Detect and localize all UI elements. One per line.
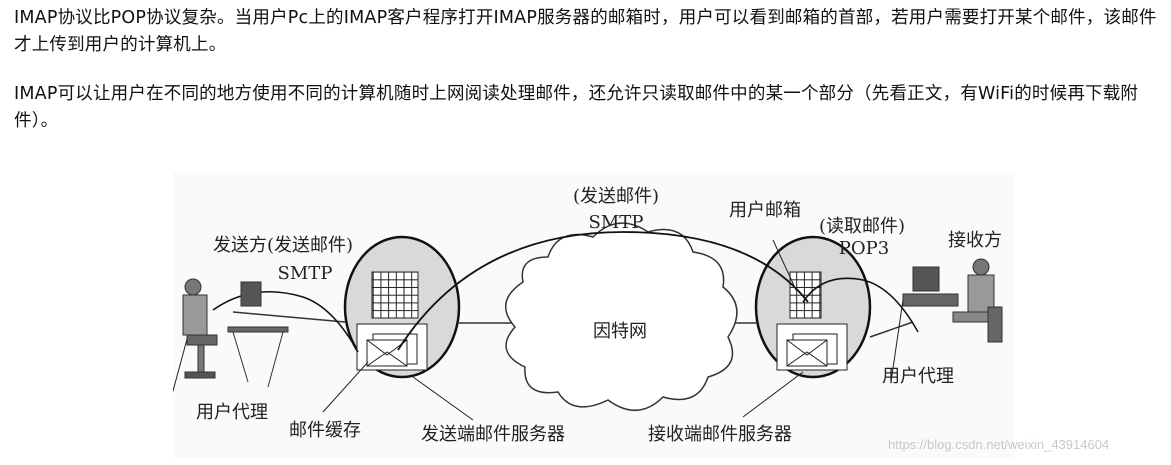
sender-smtp-arc (212, 291, 359, 353)
mailbox-grid-icon (789, 271, 822, 319)
pointer-line (322, 361, 369, 413)
user-agent-right-label: 用户代理 (882, 366, 954, 387)
read-protocol-label: POP3 (839, 238, 889, 259)
envelope-icon (776, 323, 848, 371)
internet-label: 因特网 (593, 321, 647, 342)
pointer-line (890, 299, 904, 383)
pop3-arc (802, 277, 919, 333)
user-agent-left-label: 用户代理 (196, 402, 268, 423)
paragraph-imap-features: IMAP可以让用户在不同的地方使用不同的计算机随时上网阅读处理邮件，还允许只读取… (14, 84, 1139, 131)
sender-label: 发送方(发送邮件) (213, 235, 353, 256)
grid-icon (371, 271, 419, 319)
receiver-person-icon (902, 258, 1003, 343)
receiver-label: 接收方 (948, 230, 1002, 251)
pointer-line (742, 371, 804, 418)
watermark: https://blog.csdn.net/weixin_43914604 (888, 437, 1110, 452)
relay-protocol-label: SMTP (589, 212, 644, 233)
paragraph-imap-vs-pop: IMAP协议比POP协议复杂。当用户Pc上的IMAP客户程序打开IMAP服务器的… (14, 8, 1157, 55)
smtp-relay-arc (397, 231, 809, 351)
sender-person-icon (182, 278, 289, 388)
internet-cloud-icon (505, 222, 738, 412)
mail-cache-label: 邮件缓存 (289, 420, 361, 441)
email-flow-diagram: (发送邮件) SMTP 用户邮箱 (读取邮件) POP3 接收方 发送方(发送邮… (169, 172, 1015, 458)
read-action-label: (读取邮件) (819, 216, 905, 237)
receiver-link (869, 321, 914, 338)
pointer-line (412, 376, 474, 421)
relay-action-label: (发送邮件) (573, 186, 659, 207)
sender-link (232, 311, 346, 323)
sender-protocol-label: SMTP (278, 263, 333, 284)
pointer-line (772, 239, 797, 291)
mailbox-label: 用户邮箱 (729, 200, 801, 221)
sender-server-label: 发送端邮件服务器 (421, 424, 565, 445)
envelope-icon (356, 323, 428, 371)
receiver-server-label: 接收端邮件服务器 (648, 424, 792, 445)
